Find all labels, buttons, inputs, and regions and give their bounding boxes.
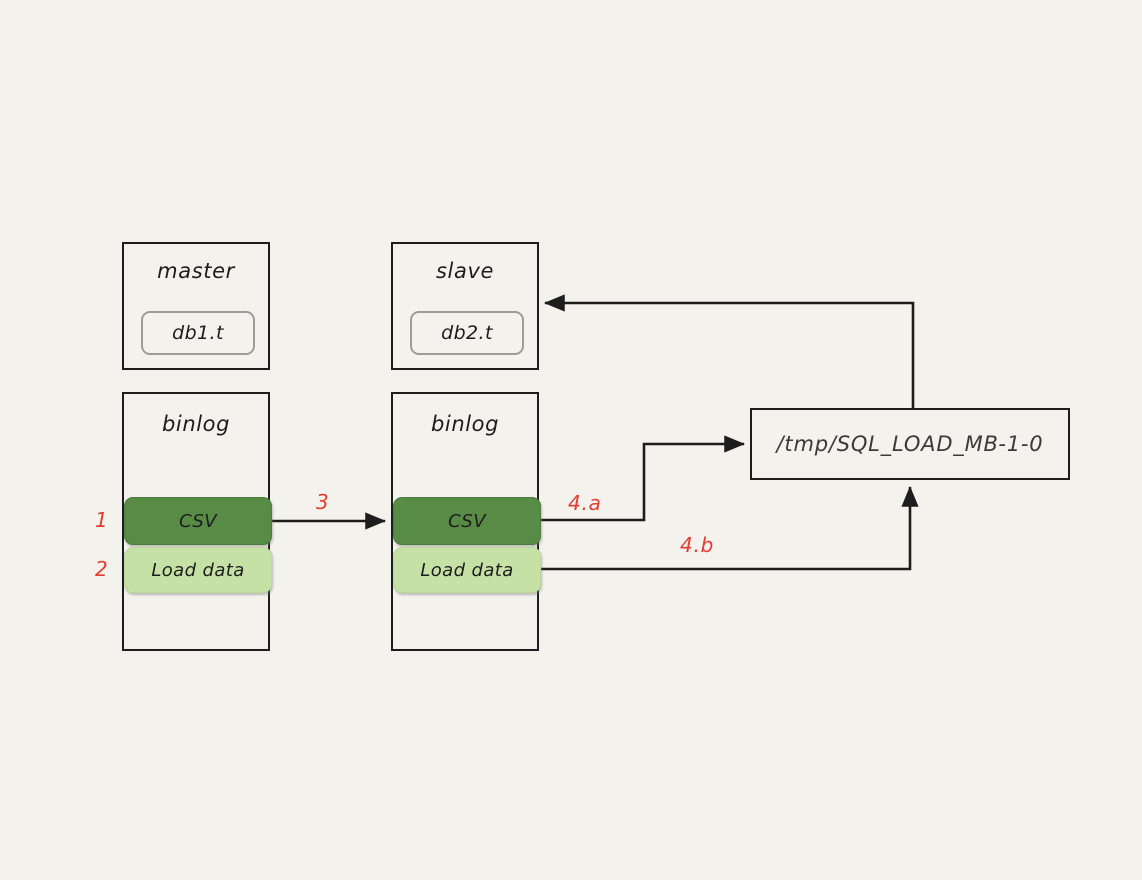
node-master[interactable]: master db1.t xyxy=(122,242,270,370)
slave-binlog-event-csv[interactable]: CSV xyxy=(393,497,541,545)
master-binlog-event-load-data[interactable]: Load data xyxy=(124,547,272,593)
node-master-db-chip[interactable]: db1.t xyxy=(141,311,255,355)
connector-tempfile-to-slave xyxy=(543,294,915,408)
node-master-title: master xyxy=(157,259,235,283)
step-label-4b: 4.b xyxy=(680,533,715,557)
master-binlog-event-csv[interactable]: CSV xyxy=(124,497,272,545)
step-label-1: 1 xyxy=(95,508,109,532)
step-label-3: 3 xyxy=(316,490,330,514)
connector-step-4b xyxy=(538,485,919,571)
slave-binlog-event-load-data[interactable]: Load data xyxy=(393,547,541,593)
step-label-2: 2 xyxy=(95,557,109,581)
node-slave-db-chip[interactable]: db2.t xyxy=(410,311,524,355)
node-slave-binlog[interactable]: binlog CSV Load data xyxy=(391,392,541,651)
node-temp-file-label: /tmp/SQL_LOAD_MB-1-0 xyxy=(776,432,1044,456)
node-slave[interactable]: slave db2.t xyxy=(391,242,539,370)
node-slave-title: slave xyxy=(436,259,494,283)
step-label-4a: 4.a xyxy=(568,491,602,515)
node-master-binlog-title: binlog xyxy=(161,412,231,436)
node-slave-binlog-title: binlog xyxy=(430,412,500,436)
connector-step-4a xyxy=(538,435,746,522)
node-master-binlog[interactable]: binlog CSV Load data xyxy=(122,392,272,651)
node-temp-file[interactable]: /tmp/SQL_LOAD_MB-1-0 xyxy=(750,408,1070,480)
